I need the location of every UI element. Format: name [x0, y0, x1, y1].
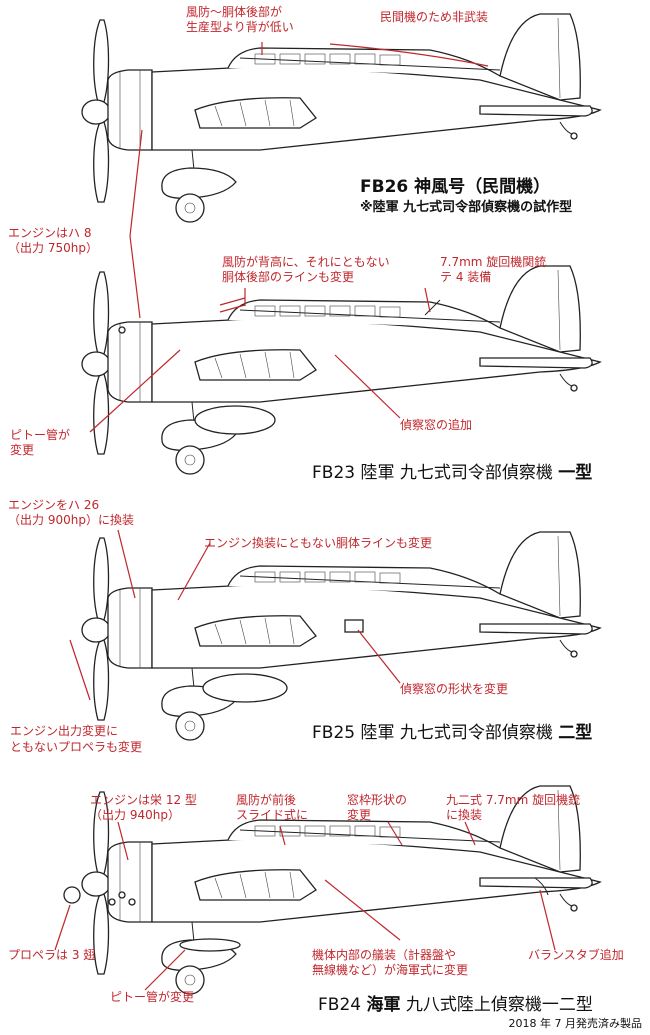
aircraft-fb25 [81, 531, 601, 741]
note-fb24-interior-2: 無線機など）が海軍式に変更 [312, 963, 469, 977]
note-fb25-engine-2: （出力 900hp）に換装 [8, 513, 134, 527]
fb25-drop-tank [202, 673, 288, 703]
fb24-bomb-rack [179, 938, 241, 952]
note-fb26-canopy-1: 風防〜胴体後部が [186, 5, 283, 19]
note-fb24-gun-1: 九二式 7.7mm 旋回機銃 [446, 793, 581, 807]
fb24-balance-tab [534, 877, 549, 896]
note-fb24-pitot: ピトー管が変更 [110, 990, 195, 1004]
note-fb23-pitot-1: ピトー管が [10, 428, 71, 442]
title-fb25: FB25 陸軍 九七式司令部偵察機 二型 [312, 723, 593, 743]
note-fb25-prop-1: エンジン出力変更に [10, 724, 119, 738]
note-fb23-canopy-2: 胴体後部のラインも変更 [222, 270, 355, 284]
fb25-recon-window [344, 619, 364, 633]
note-fb24-prop: プロペラは 3 翅 [8, 948, 96, 962]
title-fb24: FB24 海軍 九八式陸上偵察機一二型 [318, 995, 593, 1015]
leader-lines [54, 42, 556, 991]
note-fb23-pitot-2: 変更 [10, 443, 35, 457]
note-fb24-interior-1: 機体内部の艤装（計器盤や [312, 948, 457, 962]
note-fb23-recon-window: 偵察窓の追加 [400, 418, 473, 432]
footer-release-note: 2018 年 7 月発売済み製品 [508, 1017, 642, 1030]
note-fb24-canopy-2: スライド式に [236, 808, 309, 822]
title-fb26: FB26 神風号（民間機） [360, 177, 551, 197]
fb23-pitot [118, 326, 126, 334]
note-fb24-canopy-1: 風防が前後 [236, 793, 297, 807]
note-fb23-engine-1: エンジンはハ 8 [8, 226, 92, 240]
note-fb23-engine-2: （出力 750hp） [8, 241, 98, 255]
note-fb23-canopy-1: 風防が背高に、それにともない [222, 255, 390, 269]
note-fb25-prop-2: ともないプロペラも変更 [10, 740, 143, 754]
note-fb24-gun-2: に換装 [446, 808, 483, 822]
note-fb24-frame-1: 窓枠形状の [347, 793, 408, 807]
note-fb24-balance-tab: バランスタブ追加 [528, 948, 624, 962]
note-fb25-engine-1: エンジンをハ 26 [8, 498, 100, 512]
note-fb25-fuselage: エンジン換装にともない胴体ラインも変更 [204, 536, 433, 550]
note-fb26-canopy-2: 生産型より背が低い [186, 20, 294, 34]
note-fb23-gun-1: 7.7mm 旋回機関銃 [440, 255, 547, 269]
aircraft-fb23 [81, 265, 601, 475]
note-fb24-frame-2: 変更 [347, 808, 372, 822]
note-fb23-gun-2: テ 4 装備 [440, 270, 492, 284]
fb23-gun [424, 299, 441, 316]
note-fb24-engine-1: エンジンは栄 12 型 [90, 793, 197, 807]
subtitle-fb26: ※陸軍 九七式司令部偵察機の試作型 [360, 200, 573, 215]
fb24-prop-hub [63, 886, 81, 904]
note-fb24-engine-2: （出力 940hp） [90, 808, 180, 822]
title-fb23: FB23 陸軍 九七式司令部偵察機 一型 [312, 463, 593, 483]
note-fb25-recon-window: 偵察窓の形状を変更 [400, 682, 509, 696]
fb23-drop-tank [194, 405, 276, 435]
note-fb26-unarmed: 民間機のため非武装 [380, 10, 489, 24]
